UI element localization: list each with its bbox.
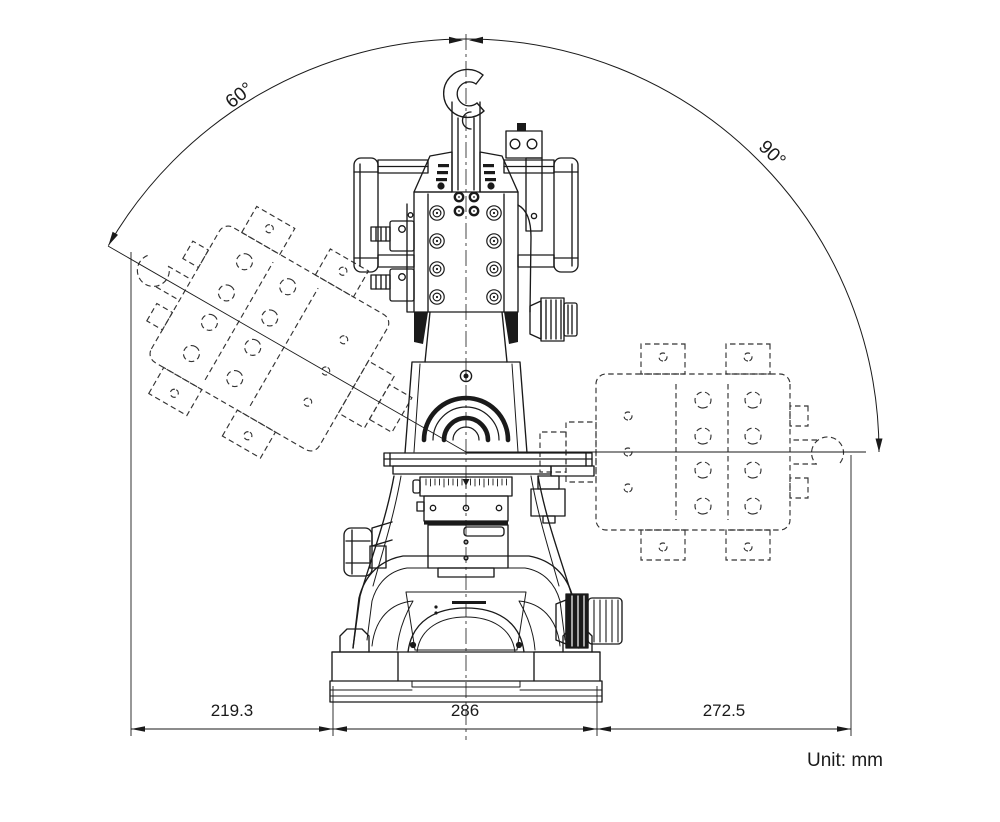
trunnion-pivot [404,361,528,454]
head-side-knob [529,297,578,342]
base-knob-right [555,593,623,649]
carry-handle-right [503,157,579,273]
head-body [406,191,532,313]
base-feet [329,628,603,703]
center-column [451,101,481,217]
neck [414,311,518,383]
dimension-arrows [131,726,851,732]
carry-handle-left [353,157,429,273]
dimension-annotations [130,252,852,736]
table-plate [383,452,595,524]
dimension-value-center: 286 [451,701,479,720]
arc-arrow-top-right [469,36,483,44]
rotation-radius-lines [107,245,866,453]
dimension-value-left: 219.3 [211,701,254,720]
arc-arrow-top-left [449,36,463,44]
arc-arrow-60deg-end [108,231,118,246]
dimension-value-right: 272.5 [703,701,746,720]
machine-front-view [329,68,623,703]
sensor-bracket [505,123,543,232]
lifting-hook [443,68,485,130]
saddle-blocks [416,495,509,578]
rotation-arc [107,36,883,453]
arc-arrow-90deg-end [875,438,883,452]
unit-note: Unit: mm [807,750,883,771]
limit-switch-boxes [370,220,415,302]
